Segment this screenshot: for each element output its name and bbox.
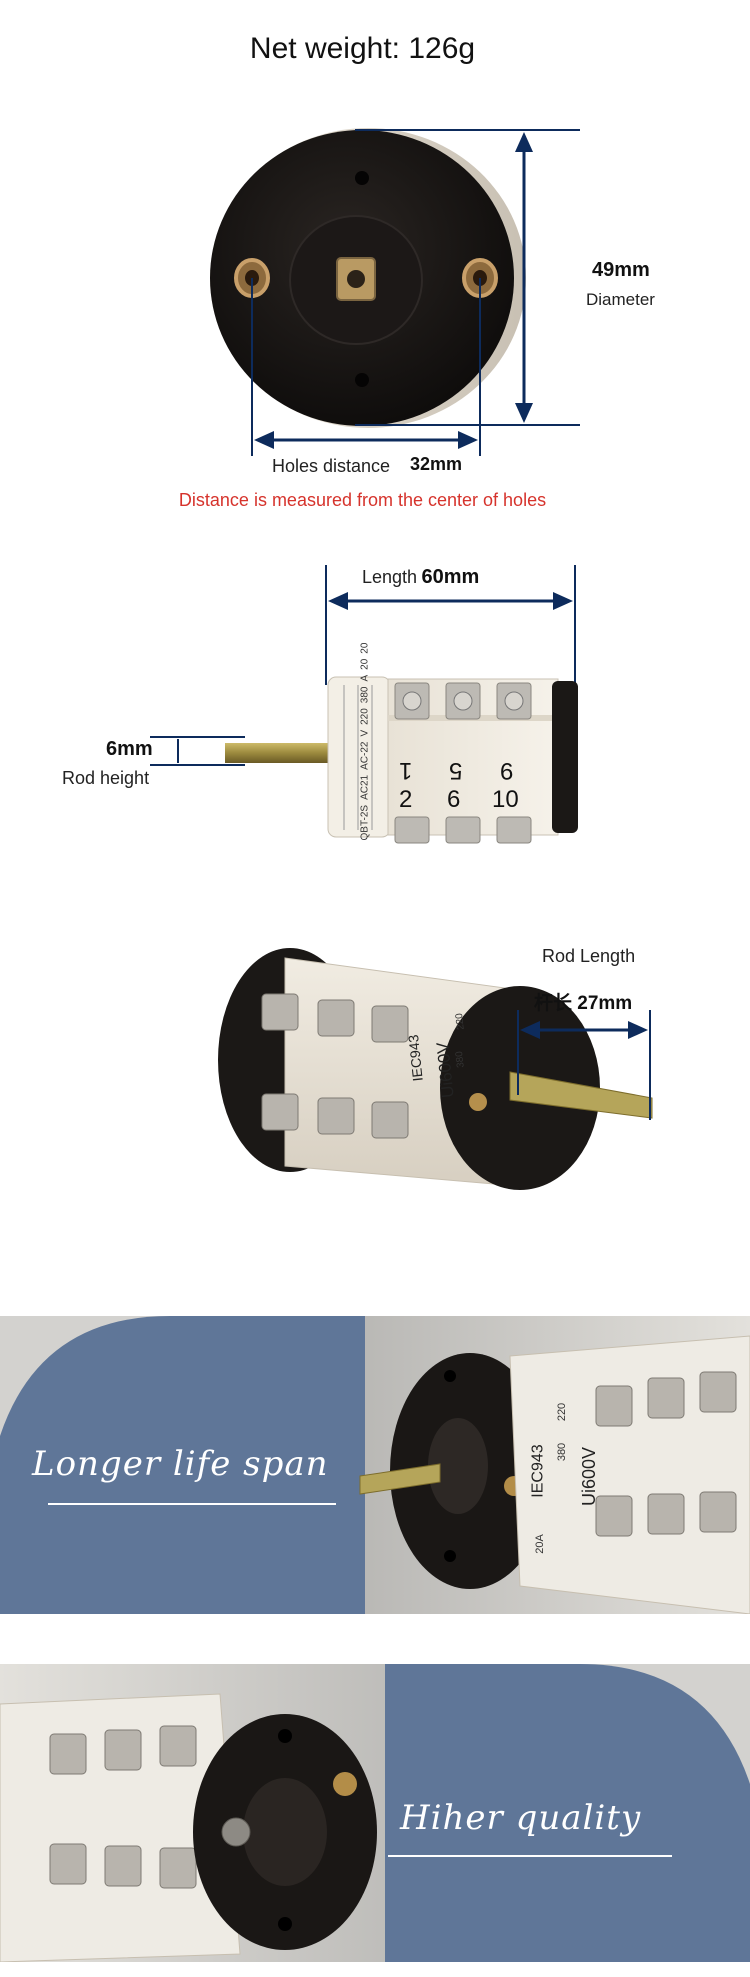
diameter-label: Diameter <box>586 290 655 309</box>
deck-number-2: 2 <box>399 786 413 813</box>
top-view-illustration <box>210 128 580 456</box>
holes-distance-value: 32mm <box>410 454 463 474</box>
banner-longer-life: Longer life span Ui600V IEC943 220 380 2… <box>0 1316 750 1614</box>
banner1-rating: Ui600V <box>579 1446 600 1507</box>
shaft-hole <box>347 270 365 288</box>
length-label-group: Length 60mm <box>362 566 479 589</box>
side-view-illustration <box>150 565 578 844</box>
banner2-boss <box>243 1778 327 1886</box>
banner1-body <box>509 1335 750 1614</box>
banner1-rod <box>359 1463 441 1495</box>
rod-height-label: Rod height <box>62 768 150 788</box>
side-label-20b: 20 <box>359 642 371 654</box>
banner2-screw-right <box>333 1772 357 1796</box>
diameter-value: 49mm <box>592 259 650 281</box>
deck-number-5: 5 <box>449 757 463 784</box>
top-terminals <box>394 682 532 720</box>
rod-length-label: Rod Length <box>542 946 636 966</box>
length-label: Length <box>362 567 418 587</box>
holes-arrow-right <box>458 431 478 449</box>
bottom-hole <box>355 373 369 387</box>
deck-number-1: 1 <box>399 757 413 784</box>
side-label-ac21: AC21 <box>359 774 371 800</box>
side-label-text: QBT-2S AC21 AC-22 V 220 380 A 20 20 <box>359 643 371 841</box>
banner1-boss <box>428 1418 488 1514</box>
side-end-cap <box>552 681 578 833</box>
side-label-380: 380 <box>359 686 371 704</box>
banner1-hole-top <box>444 1370 456 1382</box>
side-label-ac22: AC-22 <box>359 741 371 770</box>
banner2-hole-bottom <box>278 1917 292 1931</box>
banner2-text: Hiher quality <box>400 1798 642 1838</box>
rod-view-terminals <box>261 993 409 1139</box>
banner2-hole-top <box>278 1729 292 1743</box>
side-label-20a: 20 <box>359 658 371 670</box>
rod-length-arrow-right <box>628 1021 648 1039</box>
banner1-hole-bottom <box>444 1550 456 1562</box>
bottom-terminals <box>394 816 532 844</box>
deck-number-9: 9 <box>500 757 514 784</box>
banner1-380: 380 <box>556 1442 569 1462</box>
banner2-bg <box>0 1664 750 1962</box>
holes-distance-label: Holes distance <box>272 456 391 476</box>
banner1-standard: IEC943 <box>529 1444 547 1498</box>
length-arrow-right <box>553 592 573 610</box>
length-value: 60mm <box>421 566 480 588</box>
banner-higher-quality: Hiher quality <box>0 1664 750 1962</box>
banner1-20a: 20A <box>533 1534 546 1554</box>
side-label-model: QBT-2S <box>359 804 371 841</box>
measurement-note: Distance is measured from the center of … <box>178 490 547 510</box>
banner1-text: Longer life span <box>32 1444 329 1484</box>
rod-view-rod <box>509 1071 653 1119</box>
banner2-blue-panel <box>385 1664 750 1962</box>
diameter-arrow-up <box>515 132 533 152</box>
side-label-table <box>343 685 373 830</box>
top-hole <box>355 171 369 185</box>
net-weight-title: Net weight: 126g <box>249 32 476 65</box>
banner2-nut-left <box>221 1817 251 1847</box>
rod-view-220: 220 <box>454 1012 467 1031</box>
rod-length-value: 杆长 27mm <box>534 993 633 1014</box>
banner2-terminals <box>49 1725 197 1889</box>
length-arrow-left <box>328 592 348 610</box>
side-label-v: V <box>359 729 371 737</box>
rod-length-arrow-left <box>520 1021 540 1039</box>
holes-arrow-left <box>254 431 274 449</box>
side-rod <box>225 743 331 763</box>
banner1-bg <box>0 1316 750 1614</box>
side-label-220: 220 <box>359 708 371 725</box>
banner1-220: 220 <box>556 1402 569 1422</box>
side-label-a: A <box>359 674 371 682</box>
rod-view-380: 380 <box>454 1050 467 1069</box>
rod-view-screw <box>469 1093 487 1111</box>
deck-number-6: 6 <box>447 786 461 813</box>
diameter-arrow-down <box>515 403 533 423</box>
banner1-blue-panel <box>0 1316 365 1614</box>
deck-number-10: 10 <box>492 786 519 813</box>
rod-view-illustration <box>218 948 653 1190</box>
rod-height-value: 6mm <box>106 738 153 760</box>
banner1-terminals <box>595 1371 737 1537</box>
